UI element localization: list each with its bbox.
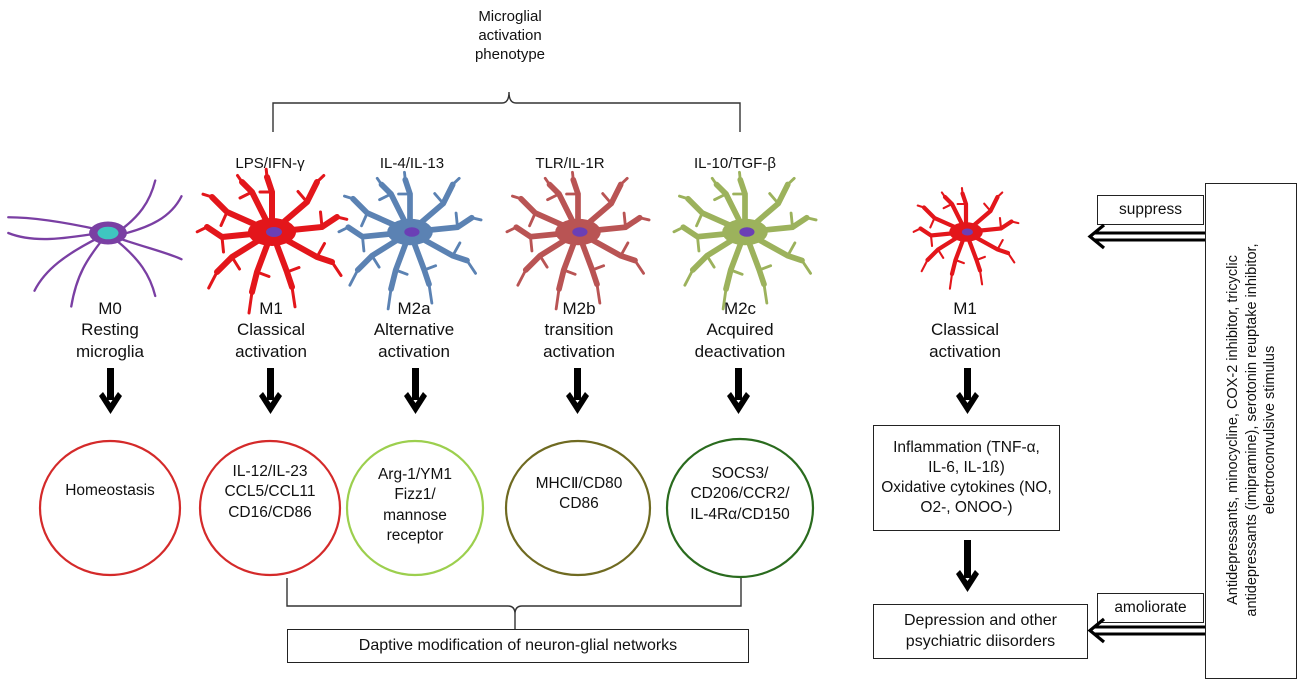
down-arrow-right-1: [956, 368, 979, 414]
m2c-microglia-cell: [672, 170, 818, 311]
depression-box: Depression and other psychiatric diisord…: [873, 604, 1088, 659]
networks-bracket: [286, 578, 742, 615]
treatment-box: Antidepressants, minocycline, COX-2 inhi…: [1205, 183, 1297, 679]
suppress-label-box: suppress: [1097, 195, 1204, 225]
ameliorate-label-box: amoliorate: [1097, 593, 1204, 623]
down-arrow-m0: [99, 368, 122, 414]
inflammation-box: Inflammation (TNF-α, IL-6, IL-1ß) Oxidat…: [873, 425, 1060, 531]
resting-microglia-cell: [7, 179, 183, 308]
stimulus-label: IL-10/TGF-β: [694, 155, 776, 172]
stimulus-label: IL-4/IL-13: [379, 155, 445, 172]
suppress-arrow: [1087, 223, 1205, 250]
right-m1-microglia-cell: [912, 186, 1020, 290]
marker-text-m2c: SOCS3/CD206/CCR2/IL-4Rα/CD150: [690, 465, 790, 523]
stimulus-label: LPS/IFN-γ: [235, 155, 305, 172]
phenotype-title: Microglial activation phenotype: [474, 8, 546, 63]
m1-microglia-cell: [195, 167, 349, 315]
marker-text-m0: Homeostasis: [65, 482, 155, 499]
down-arrow-m2a: [404, 368, 427, 414]
down-arrow-m2b: [566, 368, 589, 414]
phenotype-bracket: [272, 91, 741, 132]
marker-oval-m0: [38, 439, 182, 577]
down-arrow-right-2: [956, 540, 979, 592]
down-arrow-m1: [259, 368, 282, 414]
adaptive-modification-box: Daptive modification of neuron-glial net…: [287, 629, 749, 663]
m2b-microglia-cell: [505, 170, 651, 311]
stimulus-label: TLR/IL-1R: [535, 155, 605, 172]
down-arrow-m2c: [727, 368, 750, 414]
m2a-microglia-cell: [337, 170, 483, 311]
